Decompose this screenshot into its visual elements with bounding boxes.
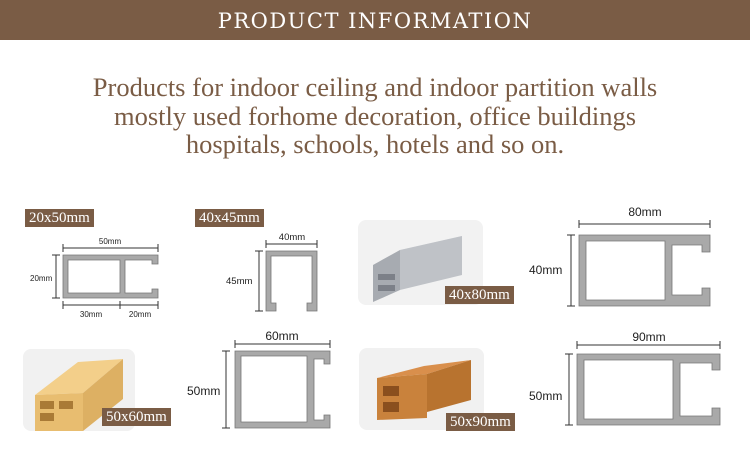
dim-line-40x45-height	[255, 250, 263, 312]
profile-50x60	[234, 350, 331, 429]
dim-label-80x40-height: 40mm	[529, 263, 562, 277]
page-title: PRODUCT INFORMATION	[217, 9, 533, 33]
dim-line-50x60-height	[222, 350, 230, 429]
profile-40x45	[265, 250, 318, 312]
dark-wood-profile-image	[377, 360, 471, 420]
dim-line-90x50-height	[565, 353, 573, 426]
dim-label-50x60-height: 50mm	[187, 384, 220, 398]
light-wood-profile-photo	[23, 349, 135, 431]
dim-label-20x50-height: 20mm	[30, 274, 53, 283]
dim-label-20x50-left-cell: 30mm	[80, 310, 103, 319]
dim-label-40x45-width: 40mm	[279, 232, 305, 243]
dim-label-90x50-height: 50mm	[529, 389, 562, 403]
description-line-2: mostly used forhome decoration, office b…	[113, 100, 637, 131]
product-description: Products for indoor ceiling and indoor p…	[0, 73, 750, 159]
profile-80x40	[578, 234, 711, 307]
aluminum-profile-image	[373, 236, 462, 302]
profile-20x50	[62, 254, 159, 299]
description-line-1: Products for indoor ceiling and indoor p…	[92, 72, 658, 102]
size-tag-50x60: 50x60mm	[102, 408, 171, 426]
aluminum-profile-photo	[358, 220, 483, 305]
dim-line-90x50-width	[576, 341, 721, 349]
dim-line-20x50-bottom	[62, 301, 159, 309]
dim-line-80x40-width	[578, 220, 711, 228]
light-wood-profile-image	[35, 359, 123, 431]
dim-line-40x45-width	[265, 240, 318, 248]
size-tag-50x90: 50x90mm	[446, 413, 515, 431]
dim-label-50x60-width: 60mm	[265, 329, 298, 343]
dim-line-50x60-width	[234, 340, 331, 348]
dim-label-90x50-width: 90mm	[632, 330, 665, 344]
dim-line-20x50-height	[52, 254, 60, 299]
dim-label-20x50-right-cell: 20mm	[129, 310, 152, 319]
header-banner	[0, 0, 750, 40]
dim-label-40x45-height: 45mm	[226, 276, 252, 287]
dim-label-80x40-width: 80mm	[628, 205, 661, 219]
description-line-3: hospitals, schools, hotels and so on.	[185, 129, 565, 159]
size-tag-40x80: 40x80mm	[445, 286, 514, 304]
dim-label-20x50-width: 50mm	[99, 237, 122, 246]
dim-line-80x40-height	[567, 234, 575, 307]
size-tag-20x50: 20x50mm	[25, 209, 94, 227]
dim-line-20x50-width	[62, 244, 159, 252]
size-tag-40x45: 40x45mm	[195, 209, 264, 227]
profile-90x50	[576, 353, 721, 426]
